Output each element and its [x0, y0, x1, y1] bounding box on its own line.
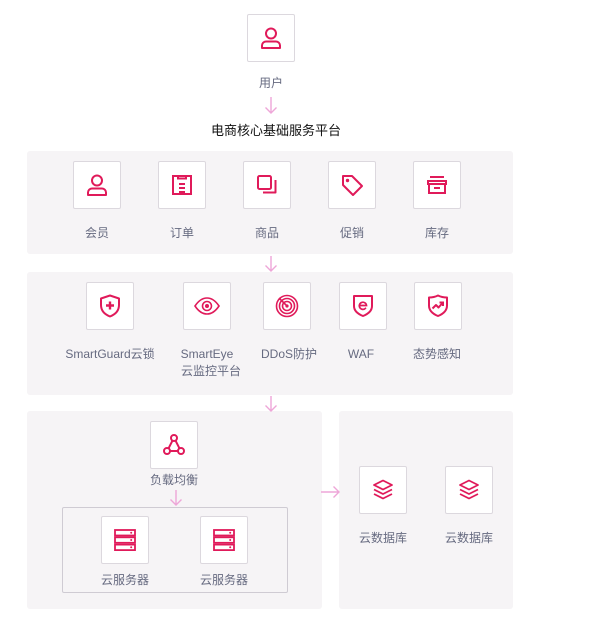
database-icon	[370, 477, 396, 503]
smartguard-label: SmartGuard云锁	[65, 347, 155, 361]
product-icon	[254, 172, 280, 198]
situation-awareness-node	[414, 282, 462, 330]
order-node	[158, 161, 206, 209]
arrow-right-storage	[321, 486, 340, 498]
smarteye-label-line1: SmartEye	[180, 347, 234, 361]
situation-awareness-label: 态势感知	[412, 347, 462, 361]
ddos-label: DDoS防护	[260, 347, 318, 361]
load-balancer-node	[150, 421, 198, 469]
server-icon	[211, 527, 237, 553]
inventory-label: 库存	[424, 226, 450, 240]
inventory-icon	[424, 172, 450, 198]
member-label: 会员	[84, 226, 110, 240]
product-node	[243, 161, 291, 209]
database-label-2: 云数据库	[444, 531, 494, 545]
server-label-2: 云服务器	[199, 573, 249, 587]
arrow-down-core	[265, 256, 277, 272]
promotion-label: 促销	[339, 226, 365, 240]
product-label: 商品	[254, 226, 280, 240]
user-label: 用户	[258, 76, 284, 90]
server-icon	[112, 527, 138, 553]
arrow-down-user	[265, 97, 277, 114]
server-label-1: 云服务器	[100, 573, 150, 587]
user-node	[247, 14, 295, 62]
database-label-1: 云数据库	[358, 531, 408, 545]
user-icon	[84, 172, 110, 198]
load-balancer-label: 负载均衡	[149, 473, 199, 487]
order-label: 订单	[169, 226, 195, 240]
database-node-2	[445, 466, 493, 514]
waf-label: WAF	[347, 347, 375, 361]
database-node-1	[359, 466, 407, 514]
arrow-down-lb	[170, 490, 182, 506]
server-node-2	[200, 516, 248, 564]
ddos-node	[263, 282, 311, 330]
order-icon	[169, 172, 195, 198]
arrow-down-security	[265, 396, 277, 412]
promotion-node	[328, 161, 376, 209]
target-icon	[274, 293, 300, 319]
user-icon	[258, 25, 284, 51]
waf-node	[339, 282, 387, 330]
inventory-node	[413, 161, 461, 209]
tag-icon	[339, 172, 365, 198]
database-icon	[456, 477, 482, 503]
waf-shield-icon	[350, 293, 376, 319]
trend-shield-icon	[425, 293, 451, 319]
eye-icon	[194, 293, 220, 319]
platform-title: 电商核心基础服务平台	[210, 123, 342, 138]
member-node	[73, 161, 121, 209]
load-balancer-icon	[161, 432, 187, 458]
smarteye-label-line2: 云监控平台	[180, 364, 242, 378]
smartguard-node	[86, 282, 134, 330]
server-group	[62, 507, 288, 593]
server-node-1	[101, 516, 149, 564]
shield-plus-icon	[97, 293, 123, 319]
smarteye-node	[183, 282, 231, 330]
